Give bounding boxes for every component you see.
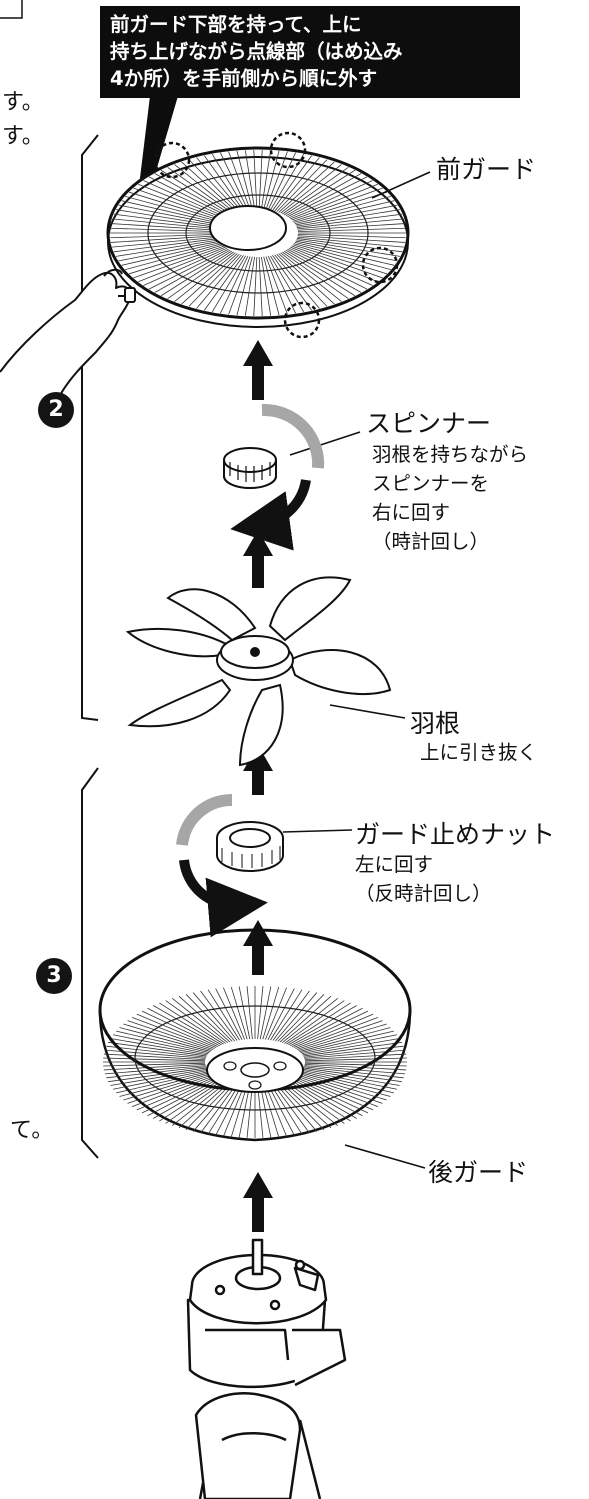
- rear-guard: [98, 928, 412, 1142]
- up-arrow: [243, 1172, 273, 1232]
- guard-nut-instruction-line: 左に回す: [355, 853, 434, 876]
- leader-lines: [282, 171, 431, 1169]
- callout-line-1: 前ガード下部を持って、上に: [110, 13, 362, 36]
- step-3-badge: 3: [36, 958, 72, 994]
- blade-label: 羽根: [410, 709, 461, 738]
- instruction-callout: 前ガード下部を持って、上に 持ち上げながら点線部（はめ込み 4か所）を手前側から…: [100, 6, 520, 98]
- guard-nut-label: ガード止めナット: [355, 820, 556, 849]
- up-arrow: [243, 530, 273, 588]
- spinner-instructions: 羽根を持ちながら スピンナーを 右に回す （時計回し）: [372, 440, 528, 556]
- snap-point: [283, 301, 321, 339]
- spinner-instruction-line: スピンナーを: [372, 472, 490, 495]
- bracket-step-2: [81, 134, 99, 721]
- cropped-text-fragment: て。: [10, 1118, 54, 1143]
- motor-housing: [186, 1238, 347, 1499]
- blade-instruction-line: 上に引き抜く: [420, 741, 538, 764]
- snap-point: [153, 141, 191, 179]
- spinner-instruction-line: （時計回し）: [372, 530, 490, 553]
- bracket-step-3: [81, 767, 99, 1159]
- spinner: [223, 403, 325, 551]
- spinner-instruction-line: 右に回す: [372, 501, 451, 524]
- snap-point: [269, 131, 307, 169]
- step-2-badge: 2: [38, 392, 74, 428]
- page-edge-frame: [0, 0, 23, 19]
- guard-nut: [176, 793, 284, 938]
- cropped-text-fragment: す。: [2, 124, 44, 149]
- snap-point: [361, 246, 399, 284]
- up-arrow: [243, 340, 273, 400]
- hand-illustration: [0, 268, 136, 396]
- spinner-label: スピンナー: [366, 409, 492, 438]
- cropped-text-fragment: す。: [2, 90, 44, 115]
- blade-instructions: 上に引き抜く: [420, 738, 537, 767]
- guard-nut-instruction-line: （反時計回し）: [355, 882, 492, 905]
- callout-line-3: 4か所）を手前側から順に外す: [110, 67, 378, 90]
- up-arrow: [243, 745, 273, 795]
- front-guard-label: 前ガード: [436, 155, 537, 184]
- spinner-instruction-line: 羽根を持ちながら: [372, 443, 529, 466]
- up-arrow: [243, 920, 273, 975]
- callout-line-2: 持ち上げながら点線部（はめ込み: [110, 40, 403, 63]
- fan-blade: [125, 576, 392, 767]
- rear-guard-label: 後ガード: [428, 1158, 529, 1187]
- guard-nut-instructions: 左に回す （反時計回し）: [355, 850, 492, 908]
- front-guard: [106, 131, 410, 339]
